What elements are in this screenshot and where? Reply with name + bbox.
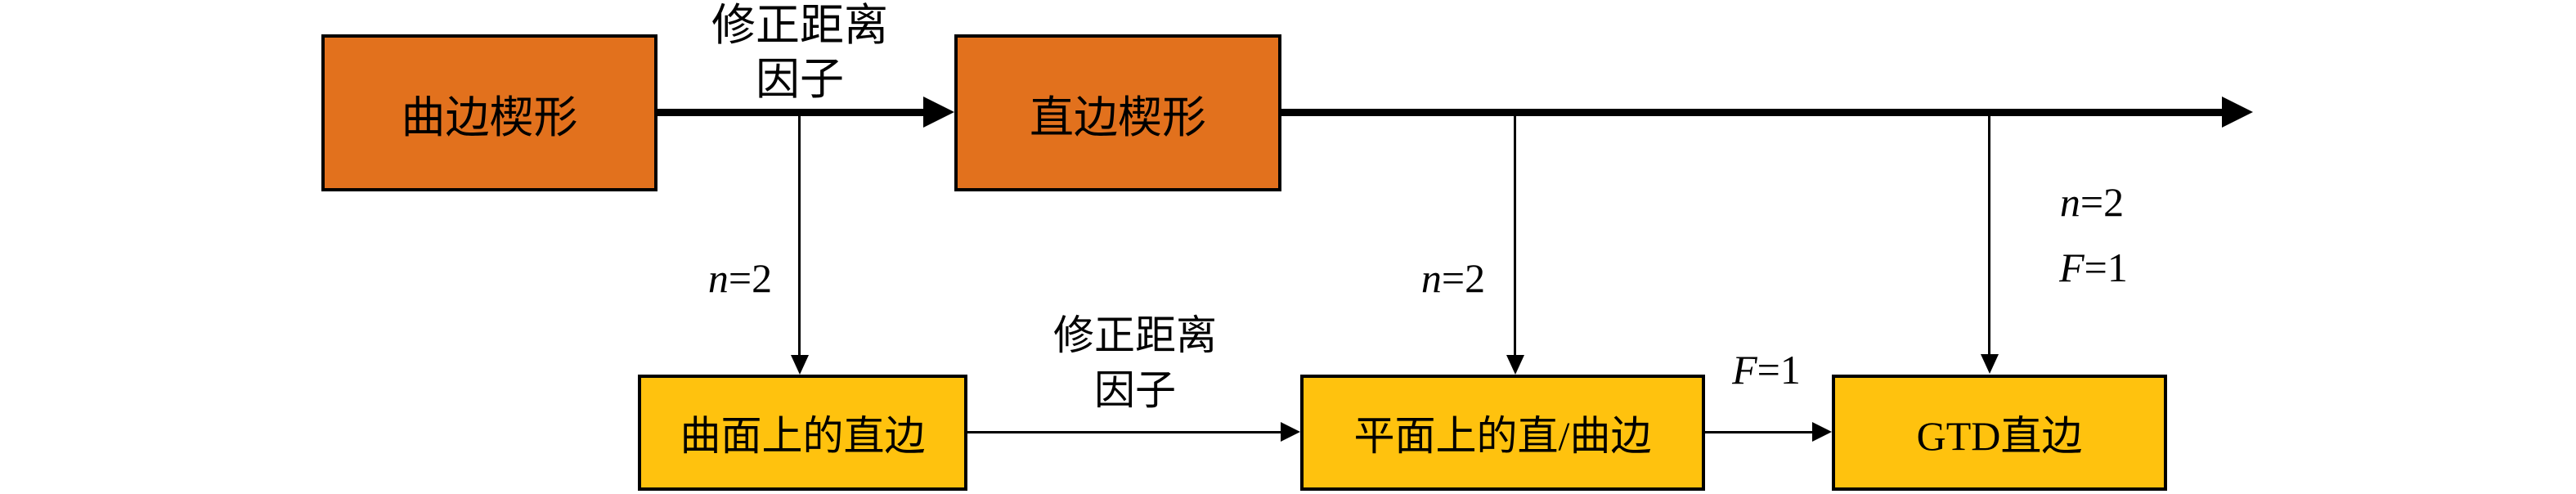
label-correction-distance-factor-bottom: 修正距离 因子 xyxy=(1053,308,1217,418)
arrow-plane-to-gtd-head-icon xyxy=(1812,422,1832,442)
arrow-curved-surface-to-plane-shaft xyxy=(967,431,1284,433)
label-f1-right: F=1 xyxy=(2059,244,2128,291)
label-f1-right-value: =1 xyxy=(2084,245,2128,290)
arrow-straight-wedge-main-shaft xyxy=(1281,109,2222,116)
node-straight-edge-wedge: 直边楔形 xyxy=(954,34,1281,191)
label-n2-middle-value: =2 xyxy=(1441,255,1486,301)
label-n2-right: n=2 xyxy=(2060,178,2124,226)
label-f1-bottom-value: =1 xyxy=(1757,347,1801,393)
label-n2-middle-var: n xyxy=(1420,255,1442,301)
label-correction-distance-factor-bottom-line1: 修正距离 xyxy=(1053,312,1217,358)
node-straight-edge-wedge-label: 直边楔形 xyxy=(1030,92,1206,142)
node-gtd-straight-edge-label: GTD直边 xyxy=(1916,413,2083,459)
label-correction-distance-factor-top-line2: 因子 xyxy=(756,55,844,104)
node-straight-edge-on-curved-surface: 曲面上的直边 xyxy=(638,375,967,491)
node-straight-or-curved-edge-on-plane-label: 平面上的直/曲边 xyxy=(1353,413,1652,459)
label-f1-bottom-var: F xyxy=(1732,347,1757,393)
arrow-curved-to-straight-wedge-shaft xyxy=(657,109,925,116)
arrow-curved-surface-to-plane-head-icon xyxy=(1281,422,1300,442)
label-correction-distance-factor-bottom-line2: 因子 xyxy=(1094,367,1176,413)
label-f1-right-var: F xyxy=(2059,245,2085,290)
arrow-plane-to-gtd-shaft xyxy=(1705,431,1812,433)
label-n2-right-value: =2 xyxy=(2080,179,2125,225)
label-correction-distance-factor-top-line1: 修正距离 xyxy=(711,1,888,50)
arrow-curved-to-straight-wedge-head-icon xyxy=(923,97,954,128)
arrow-straight-wedge-main-head-icon xyxy=(2222,97,2253,128)
label-f1-bottom: F=1 xyxy=(1732,346,1801,393)
arrow-down-to-gtd-edge-shaft xyxy=(1988,112,1990,354)
node-straight-edge-on-curved-surface-label: 曲面上的直边 xyxy=(680,413,926,459)
node-curved-edge-wedge-label: 曲边楔形 xyxy=(401,92,578,142)
arrow-down-to-plane-edge-head-icon xyxy=(1506,355,1524,375)
label-n2-middle: n=2 xyxy=(1421,254,1485,302)
arrow-down-to-plane-edge-shaft xyxy=(1514,112,1516,355)
label-n2-right-var: n xyxy=(2059,179,2080,225)
arrow-down-to-curved-surface-edge-head-icon xyxy=(791,355,809,375)
node-gtd-straight-edge: GTD直边 xyxy=(1832,375,2167,491)
node-curved-edge-wedge: 曲边楔形 xyxy=(321,34,657,191)
node-straight-or-curved-edge-on-plane: 平面上的直/曲边 xyxy=(1300,375,1705,491)
arrow-down-to-gtd-edge-head-icon xyxy=(1981,354,1999,374)
label-n2-left: n=2 xyxy=(708,254,772,302)
label-correction-distance-factor-top: 修正距离 因子 xyxy=(711,0,888,106)
arrow-down-to-curved-surface-edge-shaft xyxy=(798,112,801,355)
label-n2-left-var: n xyxy=(707,255,729,301)
label-n2-left-value: =2 xyxy=(728,255,773,301)
